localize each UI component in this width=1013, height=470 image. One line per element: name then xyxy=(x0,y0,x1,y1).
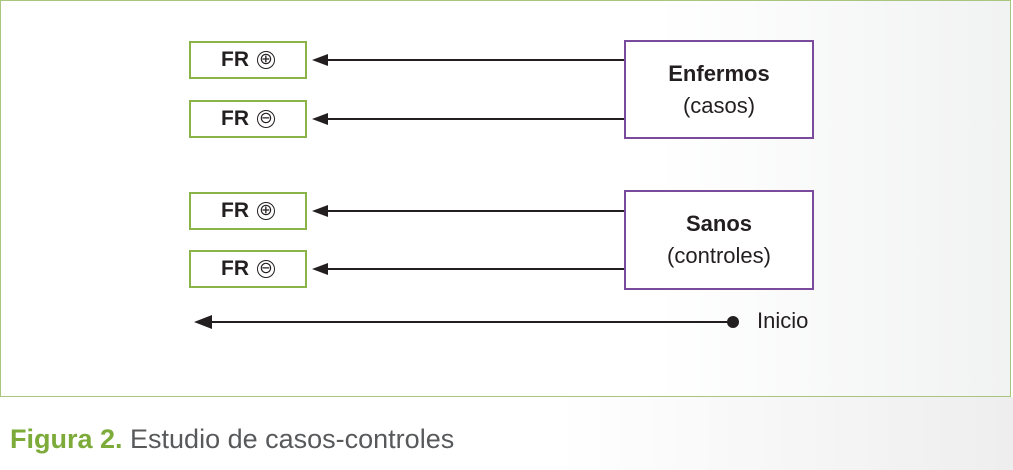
fr-label: FR xyxy=(221,199,249,222)
diagram-panel xyxy=(0,0,1011,397)
arrowhead xyxy=(312,205,328,217)
fr-box-controles-negative: FR ⊖ xyxy=(189,250,307,288)
fr-box-controles-positive: FR ⊕ xyxy=(189,192,307,230)
fr-label: FR xyxy=(221,257,249,280)
figure-caption: Figura 2. Estudio de casos-controles xyxy=(10,424,454,455)
timeline-arrowhead xyxy=(194,315,212,329)
timeline-label: Inicio xyxy=(757,308,809,333)
timeline-start-dot xyxy=(727,316,739,328)
plus-circle-icon: ⊕ xyxy=(257,202,275,220)
arrowhead xyxy=(312,113,328,125)
group-title: Enfermos xyxy=(668,60,770,86)
arrowhead xyxy=(312,54,328,66)
group-box-enfermos: Enfermos (casos) xyxy=(624,40,814,139)
fr-label: FR xyxy=(221,107,249,130)
plus-circle-icon: ⊕ xyxy=(257,51,275,69)
caption-band xyxy=(0,397,1013,470)
minus-circle-icon: ⊖ xyxy=(257,260,275,278)
group-subtitle: (controles) xyxy=(667,243,771,268)
fr-box-casos-negative: FR ⊖ xyxy=(189,100,307,138)
fr-box-casos-positive: FR ⊕ xyxy=(189,41,307,79)
minus-circle-icon: ⊖ xyxy=(257,110,275,128)
figure-caption-text: Estudio de casos-controles xyxy=(122,424,455,454)
fr-label: FR xyxy=(221,48,249,71)
arrowhead xyxy=(312,263,328,275)
group-box-sanos: Sanos (controles) xyxy=(624,190,814,290)
figure-number: Figura 2. xyxy=(10,424,123,454)
group-subtitle: (casos) xyxy=(682,92,756,118)
group-title: Sanos xyxy=(685,211,753,237)
